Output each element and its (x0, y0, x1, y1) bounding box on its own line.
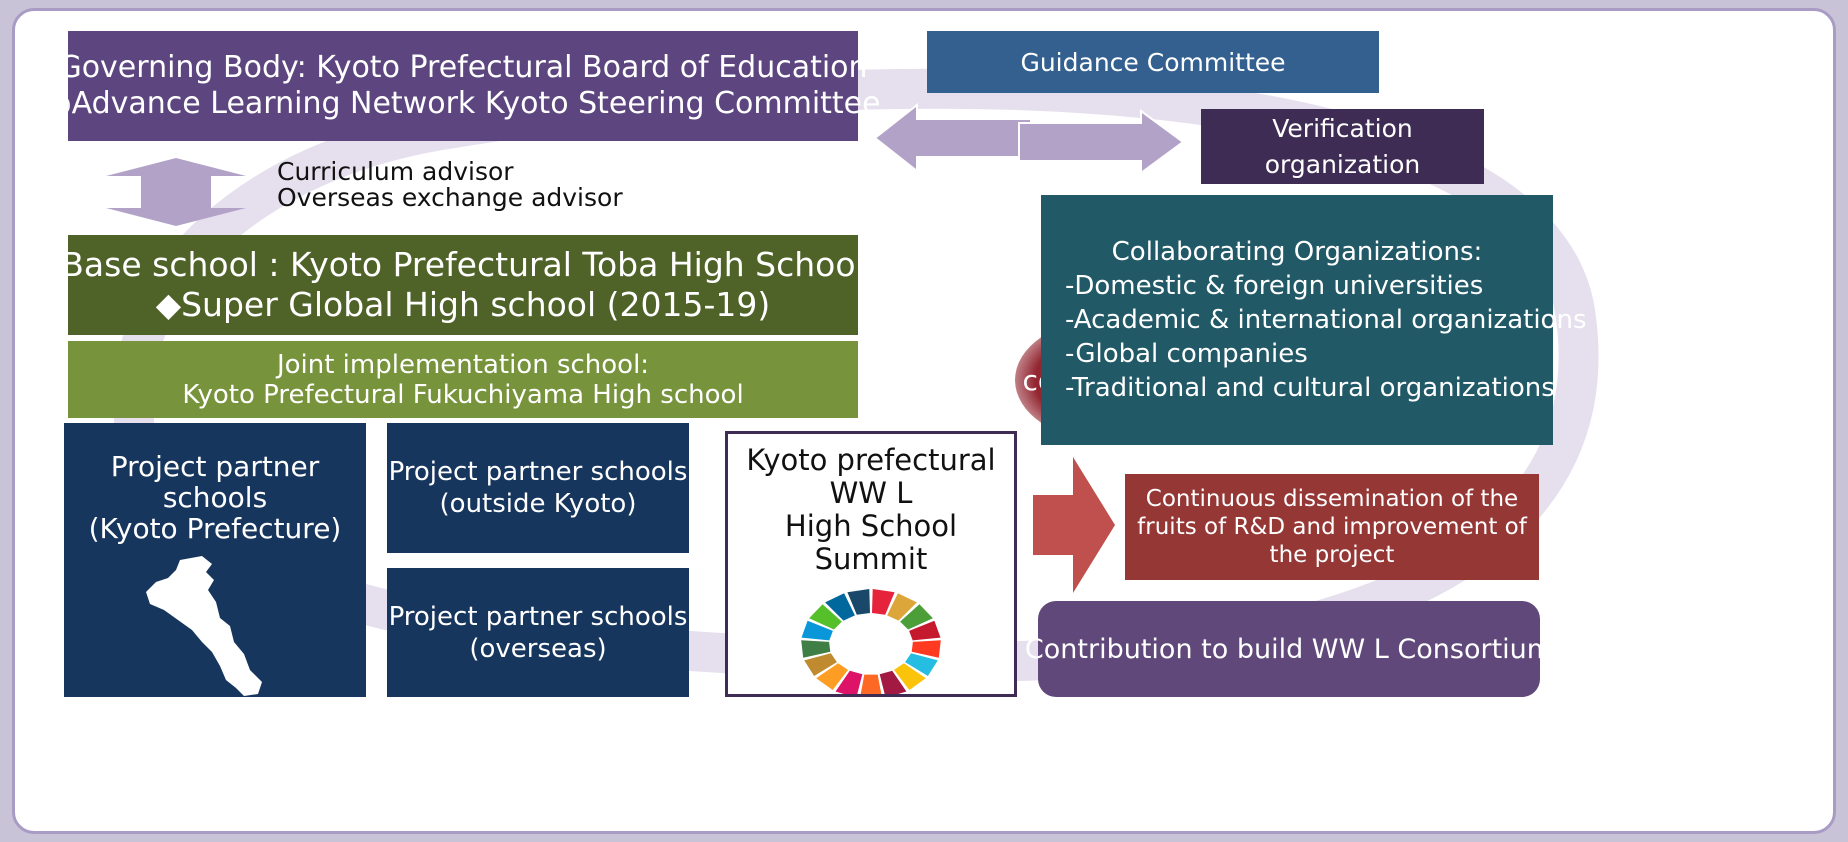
sdg-wheel-segment (801, 620, 833, 641)
joint-school-name: Kyoto Prefectural Fukuchiyama High schoo… (182, 379, 744, 410)
right-arrow-icon (1033, 457, 1115, 593)
consortium-label: Contribution to build WW L Consortium (1024, 633, 1554, 665)
sdg-wheel-segment (909, 620, 941, 641)
partner-kyoto-box: Project partner schools (Kyoto Prefectur… (64, 423, 366, 697)
partner-outside-line1: Project partner schools (388, 457, 688, 487)
joint-school-title: Joint implementation school: (276, 349, 650, 380)
base-school-title: Base school : Kyoto Prefectural Toba Hig… (61, 245, 865, 284)
joint-school-box: Joint implementation school: Kyoto Prefe… (68, 341, 858, 418)
sdg-wheel-segment (872, 589, 895, 615)
partner-kyoto-line1: Project partner (110, 450, 320, 483)
consortium-box: Contribution to build WW L Consortium (1025, 601, 1553, 697)
partner-kyoto-line3: (Kyoto Prefecture) (88, 512, 342, 545)
partner-outside-box: Project partner schools (outside Kyoto) (387, 423, 689, 553)
right-arrow-icon (1018, 109, 1185, 175)
advisors-text: Curriculum advisor Overseas exchange adv… (277, 159, 623, 211)
sdg-wheel-segment (894, 663, 926, 690)
dissemination-line3: the project (1269, 542, 1395, 568)
sdg-wheel-segment (900, 604, 933, 630)
partner-outside-line2: (outside Kyoto) (439, 489, 637, 519)
partner-overseas-line1: Project partner schools (388, 601, 688, 632)
dissemination-box: Continuous dissemination of the fruits o… (1125, 474, 1539, 580)
collaborating-title: Collaborating Organizations: (1111, 237, 1483, 267)
sdg-wheel-segment (847, 589, 870, 615)
sdg-wheel-segment (860, 674, 882, 694)
sdg-wheel-segment (801, 640, 831, 658)
sdg-wheel-segment (879, 670, 907, 694)
sdg-wheel-segment (905, 653, 938, 676)
guidance-committee-label: Guidance Committee (1020, 47, 1286, 77)
sdg-wheel-segment (804, 653, 837, 676)
sdg-wheel-icon (801, 589, 941, 694)
verification-label-line2: organization (1264, 149, 1421, 179)
partner-overseas-line2: (overseas) (469, 633, 607, 664)
overseas-advisor-label: Overseas exchange advisor (277, 183, 623, 212)
sdg-wheel-segment (887, 593, 917, 621)
partner-overseas-box: Project partner schools (overseas) (387, 568, 689, 697)
summit-box: Kyoto prefectural WW L High School Summi… (725, 431, 1017, 697)
collaborating-box: Collaborating Organizations: -Domestic &… (1041, 195, 1587, 445)
double-arrow-icon (106, 158, 246, 226)
summit-line3: High School (784, 509, 958, 543)
base-school-box: Base school : Kyoto Prefectural Toba Hig… (61, 235, 865, 335)
kyoto-map-icon (146, 556, 262, 696)
governing-body-title: Governing Body: Kyoto Prefectural Board … (58, 50, 868, 85)
guidance-committee-box: Guidance Committee (927, 31, 1379, 93)
summit-line1: Kyoto prefectural (746, 443, 996, 477)
collaborating-item: -Academic & international organizations (1065, 305, 1587, 335)
sgh-label: ◆Super Global High school (2015-19) (155, 285, 771, 324)
sdg-wheel-segment (911, 640, 941, 658)
diagram-frame: Governing Body: Kyoto Prefectural Board … (12, 8, 1836, 834)
steering-committee-label: ◎Advance Learning Network Kyoto Steering… (45, 86, 881, 121)
sdg-wheel-segment (835, 670, 863, 694)
sdg-wheel-segment (816, 663, 848, 690)
dissemination-line1: Continuous dissemination of the (1145, 486, 1519, 512)
partner-kyoto-line2: schools (162, 481, 268, 514)
summit-line2: WW L (829, 476, 913, 510)
curriculum-advisor-label: Curriculum advisor (277, 157, 514, 186)
collaborating-item: -Domestic & foreign universities (1065, 271, 1484, 301)
verification-label-line1: Verification (1272, 113, 1413, 143)
collaborating-item: -Global companies (1065, 339, 1308, 369)
sdg-wheel-segment (825, 593, 855, 621)
verification-box: Verification organization (1201, 109, 1484, 184)
sdg-wheel-segment (809, 604, 842, 630)
summit-line4: Summit (814, 542, 928, 576)
dissemination-line2: fruits of R&D and improvement of (1137, 514, 1527, 540)
collaborating-item: -Traditional and cultural organizations (1065, 373, 1555, 403)
governing-body-box: Governing Body: Kyoto Prefectural Board … (45, 31, 881, 141)
